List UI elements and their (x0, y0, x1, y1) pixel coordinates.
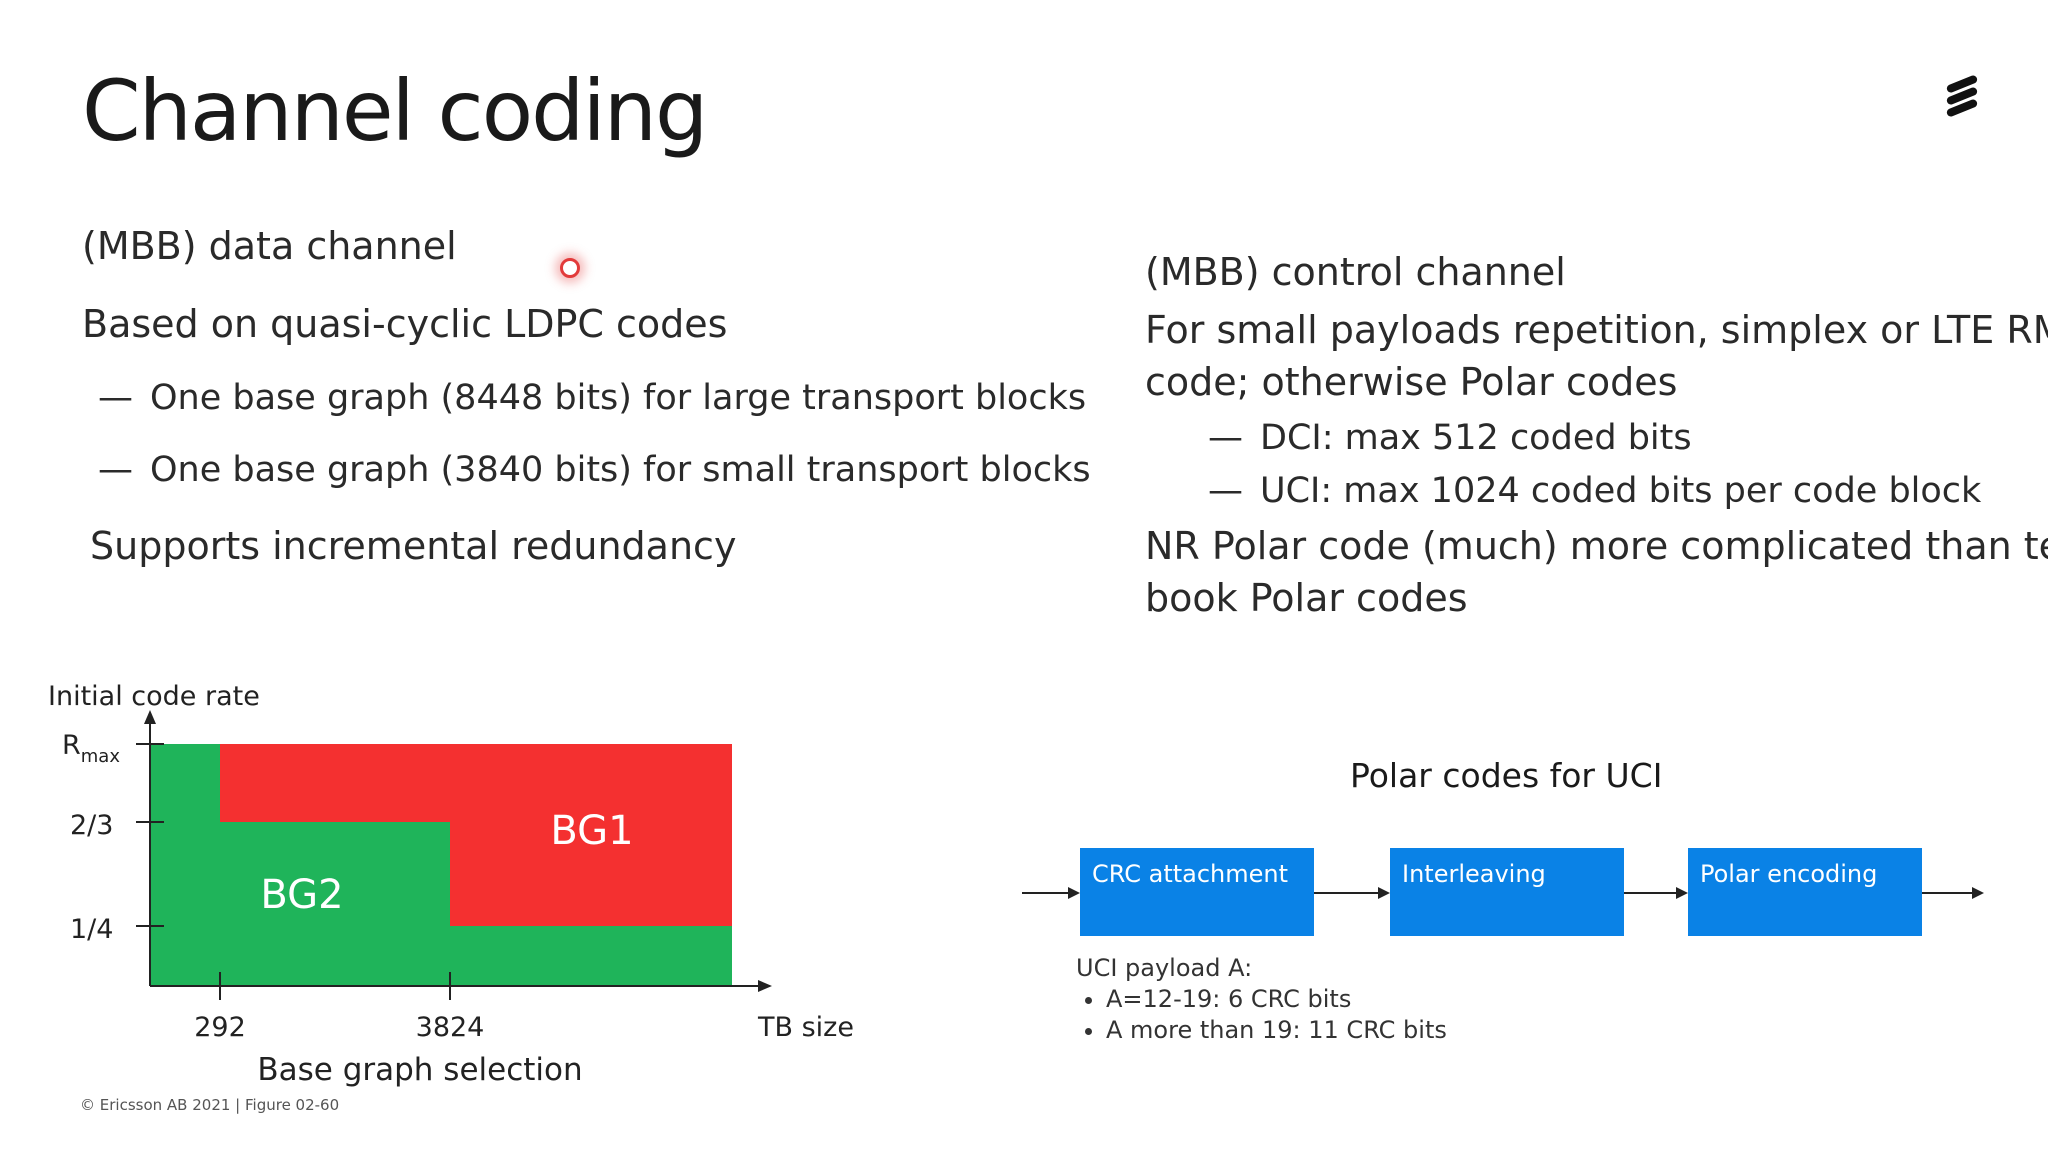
dash-glyph: — (98, 378, 133, 418)
copyright-footer: © Ericsson AB 2021 | Figure 02-60 (80, 1096, 340, 1114)
polar-title: Polar codes for UCI (1350, 756, 1663, 795)
rmax-subscript: max (81, 746, 121, 767)
data-channel-heading: (MBB) data channel (82, 224, 457, 268)
control-para2-line2: book Polar codes (1145, 576, 1468, 620)
x-axis-label: Base graph selection (257, 1052, 582, 1088)
interleaving-block (1390, 848, 1624, 936)
x-tick-label-3824: 3824 (416, 1012, 485, 1043)
polar-encoding-label: Polar encoding (1700, 860, 1877, 888)
arrow-1-head (1378, 887, 1390, 899)
uci-payload-info: UCI payload A: A=12-19: 6 CRC bits A mor… (1076, 953, 1447, 1046)
control-para1-line1: For small payloads repetition, simplex o… (1145, 308, 2048, 352)
y-axis-arrow (144, 710, 156, 724)
y-tick-label-2-3: 2/3 (70, 810, 113, 841)
bullet-text: UCI: max 1024 coded bits per code block (1260, 471, 1982, 511)
y-axis-label: Initial code rate (48, 681, 260, 712)
x-axis-end-label: TB size (757, 1012, 854, 1043)
payload-item: A=12-19: 6 CRC bits (1106, 984, 1447, 1015)
payload-title: UCI payload A: (1076, 954, 1253, 982)
bullet-text: DCI: max 512 coded bits (1260, 418, 1692, 458)
payload-list: A=12-19: 6 CRC bits A more than 19: 11 C… (1076, 984, 1447, 1046)
ericsson-logo-icon (1946, 75, 1978, 117)
bullet-dci: — DCI: max 512 coded bits (1208, 418, 1692, 458)
control-channel-heading: (MBB) control channel (1145, 250, 1566, 294)
arrow-in-head (1068, 887, 1080, 899)
ldpc-line: Based on quasi-cyclic LDPC codes (82, 302, 728, 346)
bg1-region (220, 744, 732, 926)
control-para2-line1: NR Polar code (much) more complicated th… (1145, 524, 2048, 568)
x-axis-arrow (758, 980, 772, 992)
base-graph-chart: BG1 BG2 Initial code rate Rmax 2/3 1/4 2… (48, 681, 854, 1088)
x-tick-label-292: 292 (194, 1012, 246, 1043)
slide-title: Channel coding (82, 62, 708, 160)
bullet-small-blocks: — One base graph (3840 bits) for small tr… (98, 450, 1091, 490)
pointer-cursor-icon (560, 258, 580, 278)
dash-glyph: — (1208, 418, 1243, 458)
bullet-large-blocks: — One base graph (8448 bits) for large tr… (98, 378, 1086, 418)
bg2-region (150, 744, 732, 986)
payload-item: A more than 19: 11 CRC bits (1106, 1015, 1447, 1046)
polar-flow-diagram: CRC attachment Interleaving Polar encodi… (1022, 848, 1984, 936)
crc-attachment-label: CRC attachment (1092, 860, 1288, 888)
arrow-2-head (1676, 887, 1688, 899)
interleaving-label: Interleaving (1402, 860, 1546, 888)
control-para1-line2: code; otherwise Polar codes (1145, 360, 1678, 404)
y-tick-label-rmax: Rmax (62, 730, 120, 767)
bullet-uci: — UCI: max 1024 coded bits per code block (1208, 471, 1981, 511)
y-tick-label-1-4: 1/4 (70, 914, 113, 945)
arrow-out-head (1972, 887, 1984, 899)
incremental-redundancy-line: Supports incremental redundancy (90, 524, 737, 568)
polar-encoding-block (1688, 848, 1922, 936)
dash-glyph: — (1208, 471, 1243, 511)
bullet-text: One base graph (3840 bits) for small tra… (150, 450, 1091, 490)
bullet-text: One base graph (8448 bits) for large tra… (150, 378, 1087, 418)
rmax-base: R (62, 730, 81, 761)
dash-glyph: — (98, 450, 133, 490)
bg1-label: BG1 (550, 808, 633, 854)
bg2-label: BG2 (260, 872, 343, 918)
crc-attachment-block (1080, 848, 1314, 936)
